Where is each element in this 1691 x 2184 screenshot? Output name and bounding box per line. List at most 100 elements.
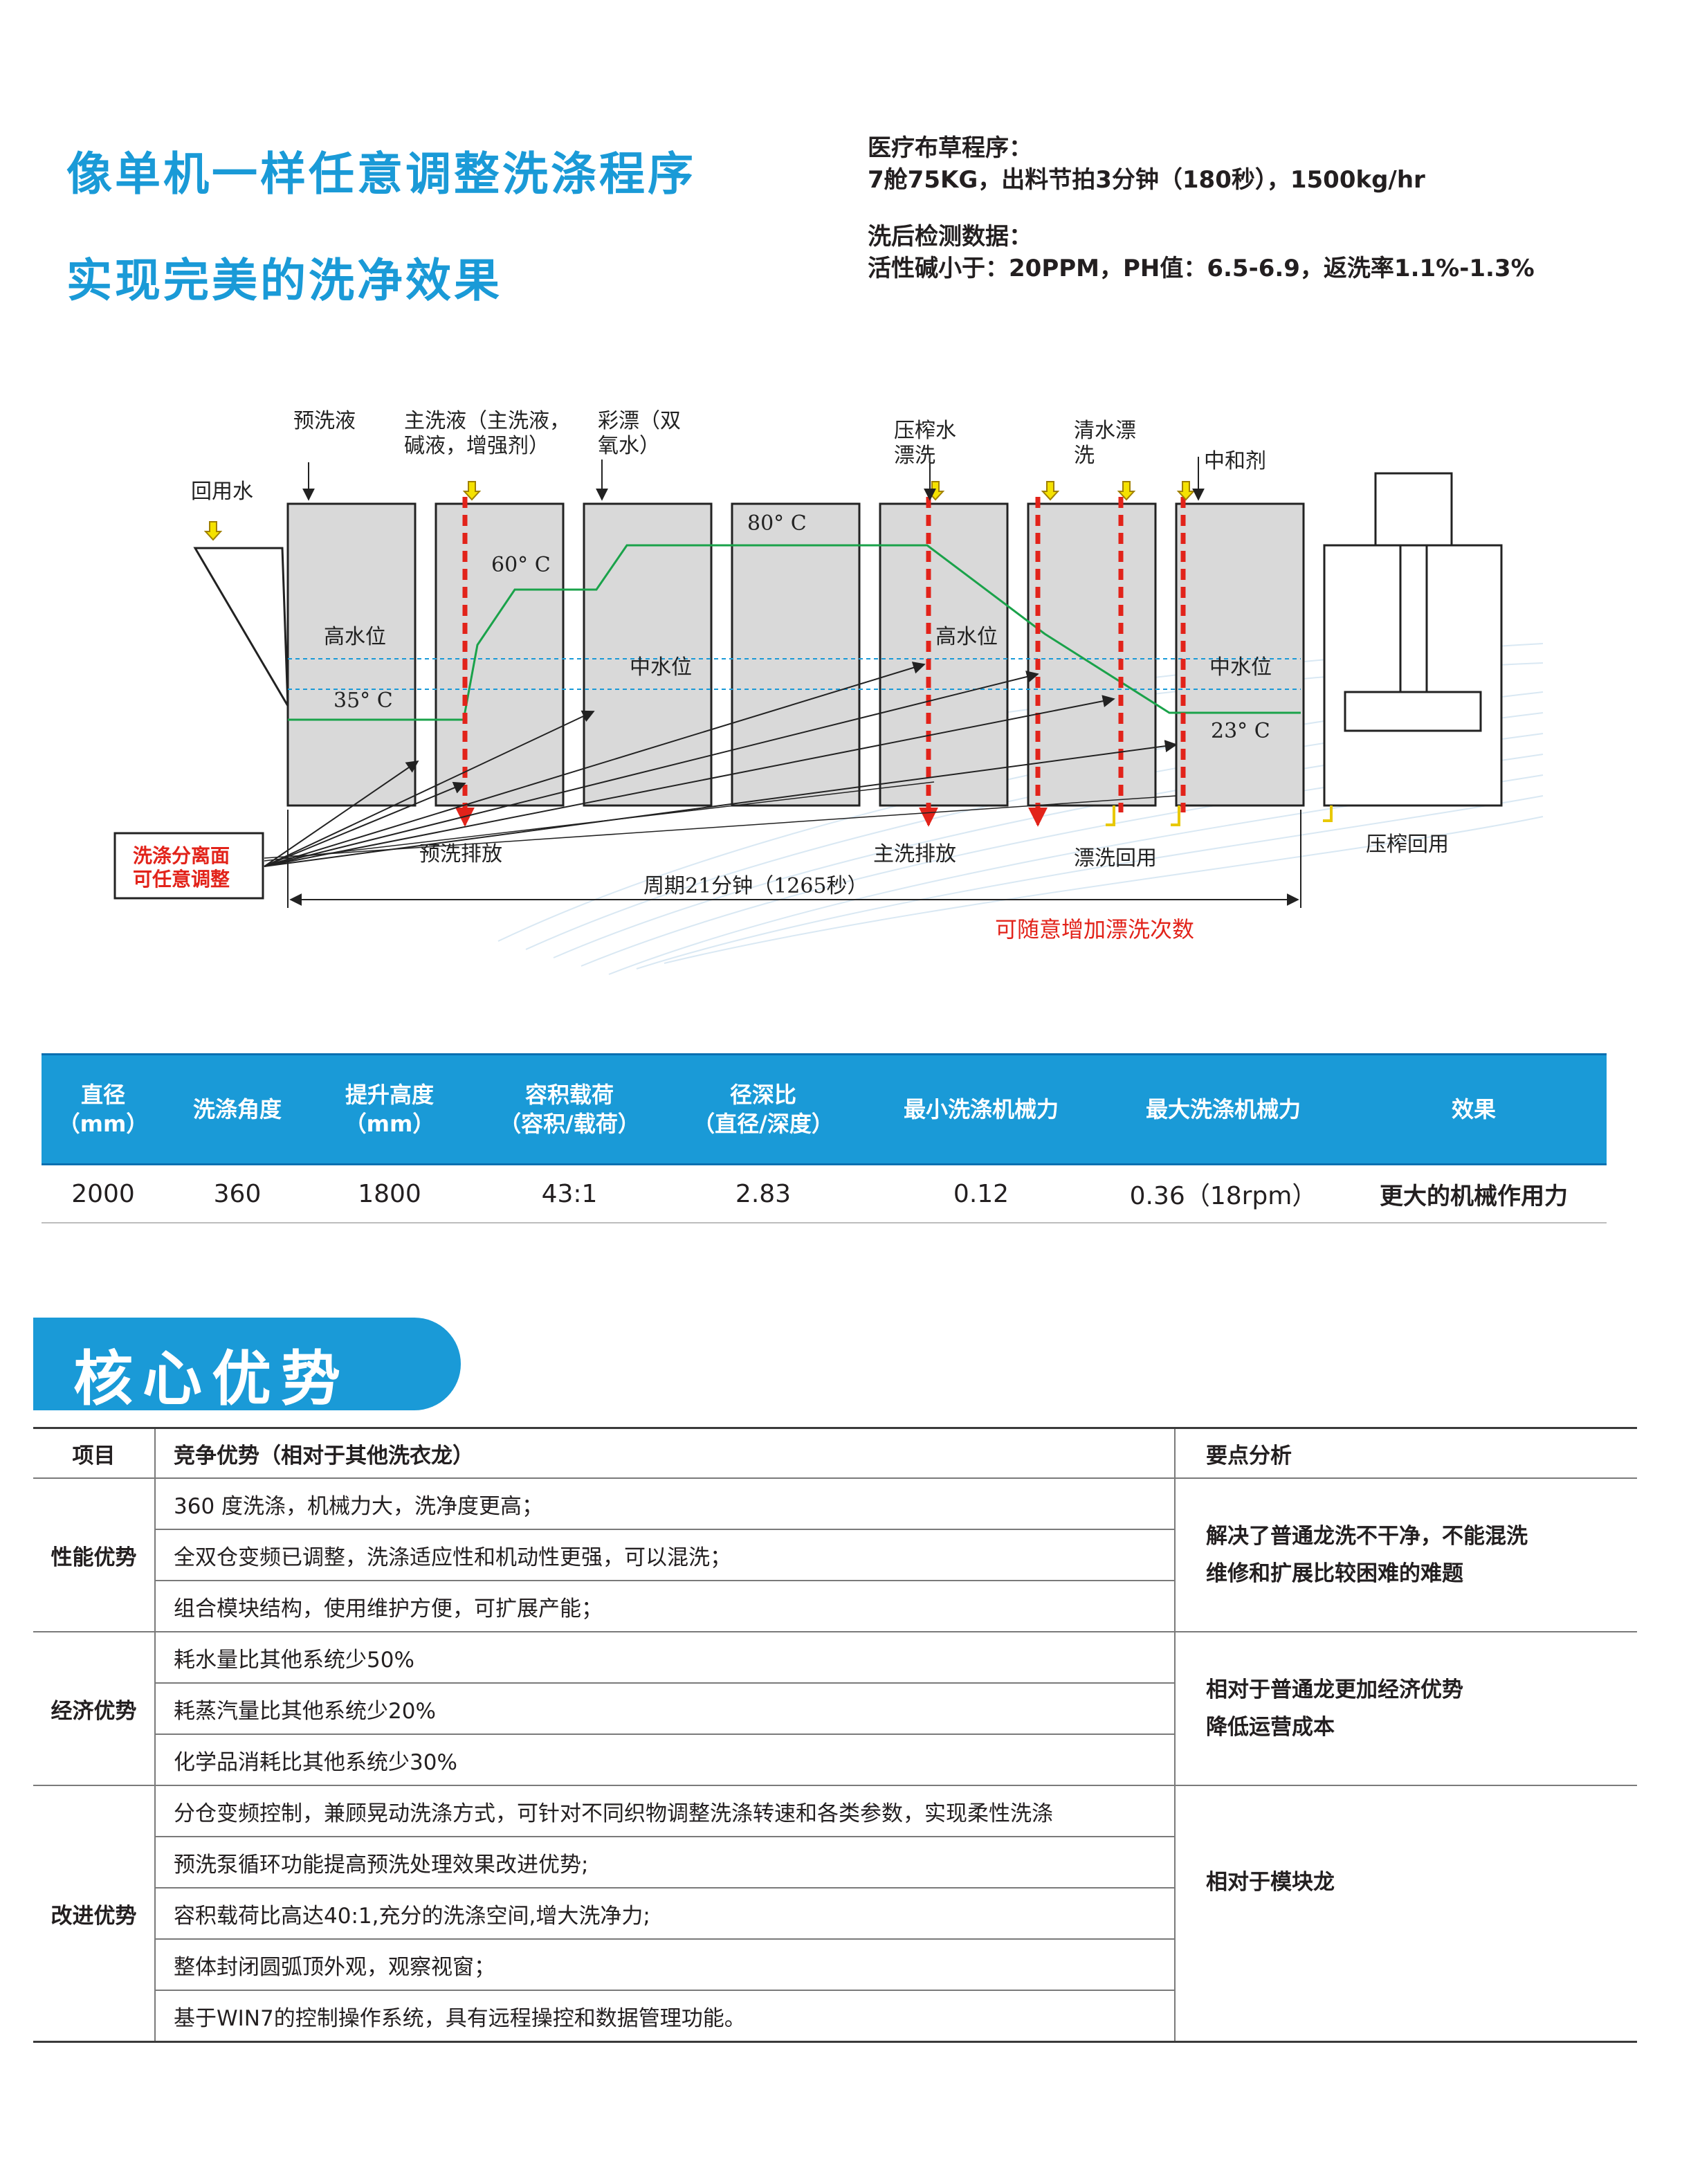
label-prewash-liquid: 预洗液 (293, 409, 356, 433)
header-analysis: 要点分析 (1175, 1427, 1637, 1479)
compartment-7 (1175, 502, 1305, 807)
label-prewash-drain: 预洗排放 (419, 842, 502, 866)
compartment-3 (583, 502, 713, 807)
analysis-improvement: 相对于模块龙 (1175, 1785, 1637, 2043)
spec-header-row: 直径 （mm） 洗涤角度 提升高度 （mm） 容积载荷 （容积/载荷） 径深比 … (42, 1053, 1607, 1165)
core-advantages-title: 核心优势 (73, 1345, 350, 1414)
table-row: 全双仓变频已调整，洗涤适应性和机动性更强，可以混洗； (33, 1529, 1637, 1581)
label-press-reuse: 压榨回用 (1366, 832, 1449, 857)
label-clear-rinse-1: 清水漂 (1074, 419, 1136, 443)
spec-table: 直径 （mm） 洗涤角度 提升高度 （mm） 容积载荷 （容积/载荷） 径深比 … (42, 1053, 1607, 1223)
spec-header-lift: 提升高度 （mm） (310, 1053, 469, 1165)
separation-lines (462, 497, 1186, 812)
label-neutralizer: 中和剂 (1204, 449, 1266, 473)
label-mid-level-1: 中水位 (630, 655, 692, 680)
table-row: 容积载荷比高达40:1,充分的洗涤空间,增大洗净力; (33, 1888, 1637, 1940)
advantage-item: 预洗泵循环功能提高预洗处理效果改进优势; (155, 1837, 1176, 1889)
spec-header-effect: 效果 (1341, 1053, 1607, 1165)
label-bleach-1: 彩漂（双 (598, 409, 681, 433)
test-data-label: 洗后检测数据： (868, 223, 1032, 251)
separation-box (113, 832, 264, 900)
header-advantage: 竞争优势（相对于其他洗衣龙） (155, 1427, 1176, 1479)
analysis-economy: 相对于普通龙更加经济优势 降低运营成本 (1175, 1632, 1637, 1786)
table-row: 基于WIN7的控制操作系统，具有远程操控和数据管理功能。 (33, 1990, 1637, 2043)
headline-line1: 像单机一样任意调整洗涤程序 (66, 147, 696, 201)
separation-pointers (264, 662, 1178, 867)
spec-cell-volume: 43:1 (469, 1164, 670, 1223)
cycle-dimension (287, 810, 1301, 908)
compartment-6 (1027, 502, 1157, 807)
table-row: 整体封闭圆弧顶外观，观察视窗； (33, 1939, 1637, 1991)
advantage-item: 整体封闭圆弧顶外观，观察视窗； (155, 1939, 1176, 1991)
test-data-value: 活性碱小于：20PPM，PH值：6.5-6.9，返洗率1.1%-1.3% (868, 255, 1535, 282)
water-levels (288, 658, 1301, 690)
category-improvement: 改进优势 (33, 1785, 156, 2043)
label-main-wash-1: 主洗液（主洗液， (404, 409, 570, 433)
pointer-arrows (302, 457, 1205, 501)
spec-cell-effect: 更大的机械作用力 (1341, 1164, 1607, 1223)
compartment-1 (286, 502, 417, 807)
spec-cell-max-force: 0.36（18rpm） (1106, 1164, 1341, 1223)
program-label: 医疗布草程序： (868, 134, 1032, 162)
compartment-4 (731, 502, 861, 807)
advantage-item: 耗水量比其他系统少50% (155, 1632, 1176, 1684)
table-row: 化学品消耗比其他系统少30% (33, 1734, 1637, 1786)
spec-cell-ratio: 2.83 (670, 1164, 857, 1223)
loading-chute (193, 547, 289, 707)
core-advantages-header: 核心优势 (33, 1318, 461, 1414)
drain-arrows (455, 806, 1048, 827)
table-row: 预洗泵循环功能提高预洗处理效果改进优势; (33, 1837, 1637, 1889)
spec-cell-lift: 1800 (310, 1164, 469, 1223)
table-row: 组合模块结构，使用维护方便，可扩展产能； (33, 1581, 1637, 1632)
compartment-2 (435, 502, 565, 807)
spec-header-max-force: 最大洗涤机械力 (1106, 1053, 1341, 1165)
label-press-water-2: 漂洗 (894, 444, 935, 468)
program-value: 7舱75KG，出料节拍3分钟（180秒），1500kg/hr (868, 166, 1425, 194)
label-bleach-2: 氧水） (598, 434, 660, 458)
spec-header-min-force: 最小洗涤机械力 (857, 1053, 1106, 1165)
label-rinse-reuse: 漂洗回用 (1074, 846, 1157, 871)
process-diagram: 预洗液 主洗液（主洗液， 碱液，增强剂） 彩漂（双 氧水） 压榨水 漂洗 清水漂… (113, 409, 1544, 975)
spec-cell-min-force: 0.12 (857, 1164, 1106, 1223)
advantage-item: 基于WIN7的控制操作系统，具有远程操控和数据管理功能。 (155, 1990, 1176, 2043)
reuse-arrows (1106, 806, 1333, 826)
advantage-item: 分仓变频控制，兼顾晃动洗涤方式，可针对不同织物调整洗涤转速和各类参数，实现柔性洗… (155, 1785, 1176, 1837)
label-recycled-water: 回用水 (191, 480, 253, 504)
category-economy: 经济优势 (33, 1632, 156, 1786)
spec-cell-angle: 360 (165, 1164, 310, 1223)
category-performance: 性能优势 (33, 1478, 156, 1632)
label-separation-1: 洗涤分离面 (133, 844, 230, 867)
analysis-performance: 解决了普通龙洗不干净，不能混洗 维修和扩展比较困难的难题 (1175, 1478, 1637, 1632)
advantage-item: 360 度洗涤，机械力大，洗净度更高； (155, 1478, 1176, 1530)
label-temp-60: 60° C (491, 553, 551, 577)
advantages-header-row: 项目 竞争优势（相对于其他洗衣龙） 要点分析 (33, 1427, 1637, 1479)
label-separation-2: 可任意调整 (133, 868, 230, 891)
table-row: 改进优势 分仓变频控制，兼顾晃动洗涤方式，可针对不同织物调整洗涤转速和各类参数，… (33, 1785, 1637, 2043)
label-temp-23: 23° C (1211, 719, 1270, 743)
advantage-item: 化学品消耗比其他系统少30% (155, 1734, 1176, 1786)
reuse-pointers (264, 781, 1177, 862)
label-clear-rinse-2: 洗 (1074, 444, 1095, 468)
spec-header-volume: 容积载荷 （容积/载荷） (469, 1053, 670, 1165)
label-temp-80: 80° C (747, 511, 807, 536)
label-mid-level-2: 中水位 (1209, 655, 1272, 680)
label-cycle: 周期21分钟（1265秒） (643, 874, 868, 898)
label-add-rinse: 可随意增加漂洗次数 (995, 916, 1194, 943)
label-main-wash-2: 碱液，增强剂） (404, 434, 549, 458)
headline-line2: 实现完美的洗净效果 (66, 254, 502, 307)
advantage-item: 组合模块结构，使用维护方便，可扩展产能； (155, 1581, 1176, 1632)
spec-cell-diameter: 2000 (42, 1164, 165, 1223)
table-row: 经济优势 耗水量比其他系统少50% 相对于普通龙更加经济优势 降低运营成本 (33, 1632, 1637, 1786)
temperature-curve (288, 544, 1301, 721)
spec-header-angle: 洗涤角度 (165, 1053, 310, 1165)
label-press-water-1: 压榨水 (894, 419, 956, 443)
press-machine (1323, 472, 1503, 807)
advantage-item: 耗蒸汽量比其他系统少20% (155, 1683, 1176, 1735)
label-main-drain: 主洗排放 (873, 842, 956, 866)
spec-data-row: 2000 360 1800 43:1 2.83 0.12 0.36（18rpm）… (42, 1164, 1607, 1223)
compartments (286, 502, 1305, 807)
label-temp-35: 35° C (333, 689, 393, 713)
advantage-item: 全双仓变频已调整，洗涤适应性和机动性更强，可以混洗； (155, 1529, 1176, 1581)
label-high-level-2: 高水位 (935, 625, 998, 649)
table-row: 性能优势 360 度洗涤，机械力大，洗净度更高； 解决了普通龙洗不干净，不能混洗… (33, 1478, 1637, 1632)
